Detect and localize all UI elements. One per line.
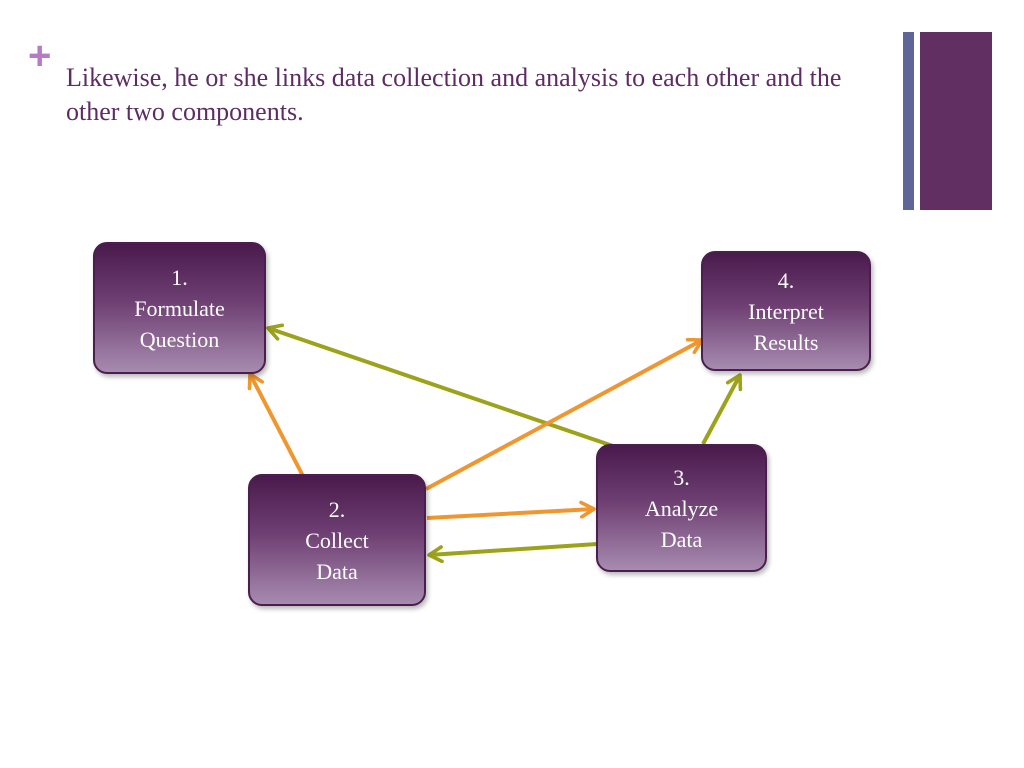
node-number: 1. [171,264,188,290]
arrow-collect-to-question [247,372,305,477]
node-number: 4. [777,267,795,293]
node-label-line: Formulate [134,295,225,321]
node-label-line: Interpret [748,298,824,324]
node-label-line: Results [753,329,819,355]
arrow-analyze-to-collect [427,542,598,564]
node-label-line: Data [660,526,703,552]
node-interpret-results: 4. Interpret Results [701,251,871,371]
node-formulate-question: 1. Formulate Question [93,242,266,374]
node-label-line: Question [139,326,220,352]
node-number: 2. [328,496,346,522]
node-number: 3. [673,464,690,490]
node-analyze-data: 3. Analyze Data [596,444,767,572]
node-label-line: Data [316,558,358,584]
node-label-line: Analyze [644,495,719,521]
arrow-collect-to-interpret [425,337,704,491]
arrow-analyze-to-question [266,323,614,448]
arrow-analyze-to-interpret [701,373,743,445]
decorative-bar-thick [920,32,992,210]
arrow-collect-to-analyze [426,500,596,520]
node-label-line: Collect [305,527,369,553]
node-collect-data: 2. Collect Data [248,474,426,606]
bullet-plus-icon: + [28,34,52,78]
decorative-bar-thin [903,32,914,210]
slide-title: Likewise, he or she links data collectio… [66,63,842,126]
